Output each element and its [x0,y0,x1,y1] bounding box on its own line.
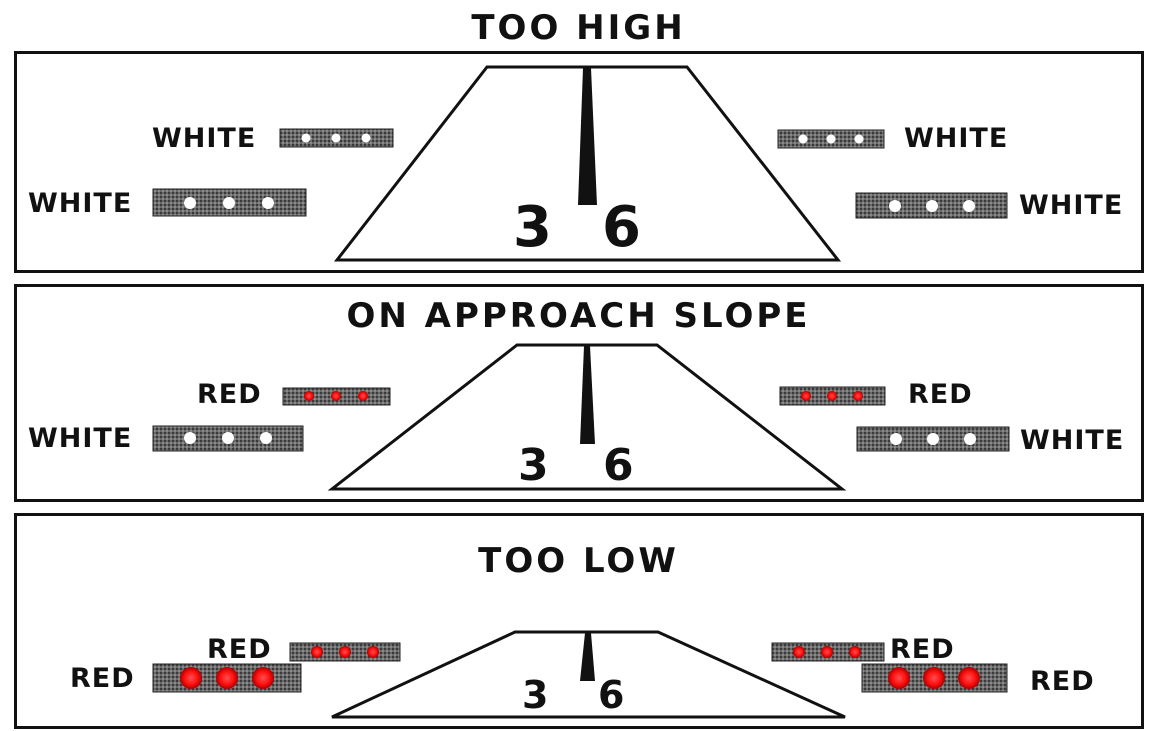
runway-too-high [337,67,838,260]
light-bar-top-left-too-high [280,129,393,147]
runway-number-right-too-high: 6 [602,200,642,256]
runway-number-left-on-slope: 3 [518,444,550,488]
light-label-top-right-too-low: RED [890,636,955,663]
light-bar-bottom-right-on-slope [857,427,1009,451]
light-label-bottom-left-too-low: RED [70,665,135,692]
light-label-top-left-too-high: WHITE [152,125,256,152]
light-bar-bottom-left-too-high [153,189,306,216]
light-label-bottom-right-on-slope: WHITE [1020,427,1124,454]
light-label-top-right-too-high: WHITE [904,125,1008,152]
runway-number-right-too-low: 6 [598,676,625,714]
light-label-bottom-right-too-low: RED [1030,668,1095,695]
light-bar-top-right-too-high [778,130,884,148]
runway-number-left-too-low: 3 [522,676,549,714]
light-bar-bottom-right-too-low [862,664,1007,692]
light-label-bottom-left-too-high: WHITE [28,190,132,217]
runway-number-left-too-high: 3 [513,200,553,256]
light-label-bottom-left-on-slope: WHITE [28,425,132,452]
light-bar-bottom-right-too-high [856,193,1007,218]
light-label-top-right-on-slope: RED [908,381,973,408]
light-bar-top-right-too-low [772,643,884,661]
light-bar-top-left-too-low [290,643,400,661]
runway-number-right-on-slope: 6 [603,444,635,488]
light-bar-top-left-on-slope [283,388,390,405]
light-label-top-left-on-slope: RED [197,381,262,408]
light-bar-bottom-left-too-low [153,664,301,692]
runway-too-low [332,632,845,717]
runway-on-approach-slope [332,345,842,489]
light-bar-top-right-on-slope [780,387,885,405]
light-bar-bottom-left-on-slope [153,426,303,451]
light-label-top-left-too-low: RED [207,636,272,663]
light-label-bottom-right-too-high: WHITE [1019,192,1123,219]
